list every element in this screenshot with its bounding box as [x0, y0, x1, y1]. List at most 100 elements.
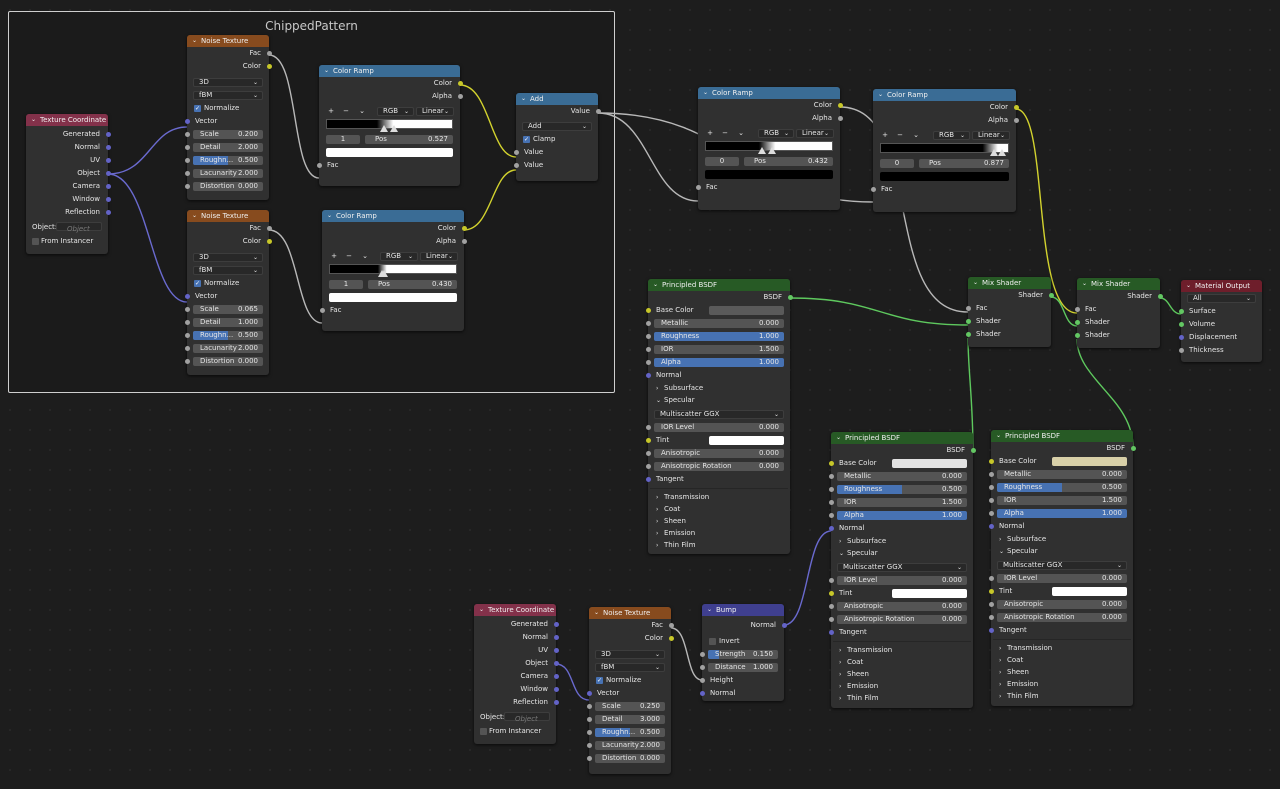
ramp-stop-marker[interactable] [379, 125, 388, 132]
socket-fac[interactable] [965, 306, 971, 311]
socket-normal[interactable] [645, 373, 651, 378]
normalize-row[interactable]: ✓Normalize [194, 279, 240, 287]
socket-tangent[interactable] [645, 477, 651, 482]
socket-fac[interactable] [1074, 307, 1080, 312]
socket-generated[interactable] [553, 622, 559, 627]
panel-subsurface[interactable]: ›Subsurface [831, 535, 973, 547]
node-header[interactable]: ⌄Mix Shader [1077, 278, 1160, 290]
collapse-icon[interactable]: ⌄ [996, 432, 1002, 439]
socket-strength[interactable] [699, 652, 705, 657]
collapse-icon[interactable]: ⌄ [878, 91, 884, 98]
panel-sheen[interactable]: ›Sheen [648, 515, 790, 527]
socket-normal[interactable] [828, 526, 834, 531]
socket-color[interactable] [461, 226, 467, 231]
socket-metallic[interactable] [988, 472, 994, 477]
stop-color-swatch[interactable] [329, 293, 457, 302]
ramp-stop-marker[interactable] [767, 147, 776, 154]
target-dropdown[interactable]: All⌄ [1187, 294, 1256, 303]
panel-coat[interactable]: ›Coat [831, 656, 973, 668]
panel-sheen[interactable]: ›Sheen [831, 668, 973, 680]
socket-fac[interactable] [266, 51, 272, 56]
socket-shader-2[interactable] [965, 332, 971, 337]
socket-metallic[interactable] [828, 474, 834, 479]
panel-specular[interactable]: ⌄Specular [831, 547, 973, 559]
socket-fac[interactable] [316, 163, 322, 168]
dimension-dropdown[interactable]: 3D⌄ [193, 253, 263, 262]
socket-shader[interactable] [1048, 293, 1054, 298]
socket-alpha[interactable] [1013, 118, 1019, 123]
node-header[interactable]: ⌄Color Ramp [698, 87, 840, 99]
socket-ior-level[interactable] [828, 578, 834, 583]
remove-stop-button[interactable]: − [722, 129, 728, 137]
collapse-icon[interactable]: ⌄ [479, 606, 485, 613]
node-math-add[interactable]: ⌄Add Value Add⌄ ✓Clamp Value Value [513, 93, 601, 181]
panel-subsurface[interactable]: ›Subsurface [991, 533, 1133, 545]
socket-vector[interactable] [184, 119, 190, 124]
socket-shader[interactable] [1157, 294, 1163, 299]
socket-bsdf[interactable] [1130, 446, 1136, 451]
node-header[interactable]: ⌄Color Ramp [319, 65, 460, 77]
ramp-stop-marker[interactable] [997, 149, 1006, 156]
panel-coat[interactable]: ›Coat [991, 654, 1133, 666]
socket-uv[interactable] [553, 648, 559, 653]
dimension-dropdown[interactable]: 3D⌄ [193, 78, 263, 87]
color-ramp-gradient[interactable] [880, 143, 1009, 156]
normalize-checkbox[interactable]: ✓ [194, 280, 201, 287]
socket-anisotropic[interactable] [645, 451, 651, 456]
node-header[interactable]: ⌄Color Ramp [322, 210, 464, 222]
socket-fac[interactable] [319, 308, 325, 313]
node-noise-texture-1[interactable]: ⌄Noise Texture Fac Color 3D⌄ fBM⌄ ✓Norma… [184, 35, 272, 200]
stop-index-field[interactable]: 1 [329, 280, 363, 289]
socket-color[interactable] [1013, 105, 1019, 110]
operation-dropdown[interactable]: Add⌄ [522, 122, 592, 131]
panel-specular[interactable]: ⌄Specular [648, 394, 790, 406]
ramp-menu-button[interactable]: ⌄ [362, 252, 368, 260]
panel-thin-film[interactable]: ›Thin Film [831, 692, 973, 704]
node-header[interactable]: ⌄Principled BSDF [831, 432, 973, 444]
socket-tint[interactable] [828, 591, 834, 596]
socket-color[interactable] [266, 64, 272, 69]
socket-bsdf[interactable] [787, 295, 793, 300]
panel-transmission[interactable]: ›Transmission [831, 644, 973, 656]
socket-shader-1[interactable] [1074, 320, 1080, 325]
node-color-ramp-4[interactable]: ⌄Color Ramp Color Alpha + − ⌄ RGB⌄ Linea… [870, 89, 1019, 212]
color-mode-dropdown[interactable]: RGB⌄ [377, 107, 414, 116]
add-stop-button[interactable]: + [882, 131, 888, 139]
ramp-menu-button[interactable]: ⌄ [913, 131, 919, 139]
socket-distortion[interactable] [586, 756, 592, 761]
ramp-stop-marker-active[interactable] [990, 149, 999, 156]
socket-distance[interactable] [699, 665, 705, 670]
socket-anisotropic-rotation[interactable] [988, 615, 994, 620]
socket-base-color[interactable] [828, 461, 834, 466]
socket-alpha[interactable] [828, 513, 834, 518]
socket-value[interactable] [595, 109, 601, 114]
node-noise-texture-2[interactable]: ⌄Noise Texture Fac Color 3D⌄ fBM⌄ ✓Norma… [184, 210, 272, 375]
collapse-icon[interactable]: ⌄ [327, 212, 333, 219]
socket-normal[interactable] [988, 524, 994, 529]
normalize-checkbox[interactable]: ✓ [194, 105, 201, 112]
socket-height[interactable] [699, 678, 705, 683]
node-noise-texture-3[interactable]: ⌄Noise Texture Fac Color 3D⌄ fBM⌄ ✓Norma… [586, 607, 674, 774]
socket-distortion[interactable] [184, 184, 190, 189]
node-header[interactable]: ⌄Color Ramp [873, 89, 1016, 101]
node-header[interactable]: ⌄Texture Coordinate [474, 604, 556, 616]
node-header[interactable]: ⌄Add [516, 93, 598, 105]
collapse-icon[interactable]: ⌄ [973, 279, 979, 286]
node-header[interactable]: ⌄Noise Texture [187, 35, 269, 47]
socket-displacement[interactable] [1178, 335, 1184, 340]
socket-roughness[interactable] [586, 730, 592, 735]
ramp-stop-marker-active[interactable] [389, 125, 398, 132]
collapse-icon[interactable]: ⌄ [31, 116, 37, 123]
socket-metallic[interactable] [645, 321, 651, 326]
collapse-icon[interactable]: ⌄ [703, 89, 709, 96]
color-mode-dropdown[interactable]: RGB⌄ [758, 129, 794, 138]
node-header[interactable]: ⌄Principled BSDF [648, 279, 790, 291]
socket-anisotropic[interactable] [988, 602, 994, 607]
